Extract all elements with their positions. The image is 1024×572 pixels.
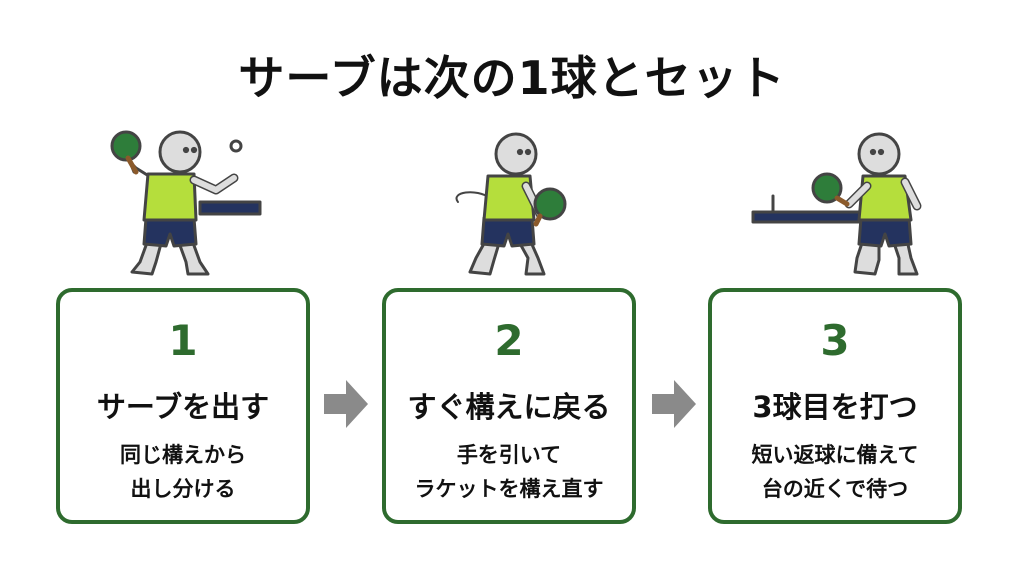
- step-heading: サーブを出す: [96, 390, 270, 424]
- step-description: 同じ構えから 出し分ける: [120, 443, 246, 501]
- table-icon: [198, 200, 262, 216]
- step-number: 3: [820, 316, 850, 365]
- step-number: 1: [168, 316, 198, 365]
- step-heading: 3球目を打つ: [752, 390, 918, 424]
- page-title: サーブは次の1球とセット: [238, 51, 786, 105]
- ball-icon: [229, 139, 243, 153]
- step-card-1: 1 サーブを出す 同じ構えから 出し分ける: [56, 288, 310, 524]
- step-description: 短い返球に備えて 台の近くで待つ: [751, 443, 919, 501]
- step-heading: すぐ構えに戻る: [407, 390, 611, 424]
- arrow-right-icon: [652, 380, 696, 428]
- paddle-icon: [533, 187, 567, 221]
- step-number: 2: [494, 316, 524, 365]
- step-card-2: 2 すぐ構えに戻る 手を引いて ラケットを構え直す: [382, 288, 636, 524]
- paddle-icon: [110, 130, 142, 162]
- serving-player-figure: [110, 130, 262, 276]
- table-icon: [751, 210, 865, 224]
- step-description: 手を引いて ラケットを構え直す: [414, 443, 604, 501]
- ready-stance-player-figure: [455, 132, 567, 276]
- paddle-icon: [811, 172, 843, 204]
- head-icon: [158, 130, 202, 174]
- arrow-right-icon: [324, 380, 368, 428]
- third-ball-player-figure: [751, 132, 922, 276]
- head-icon: [494, 132, 538, 176]
- step-card-3: 3 3球目を打つ 短い返球に備えて 台の近くで待つ: [708, 288, 962, 524]
